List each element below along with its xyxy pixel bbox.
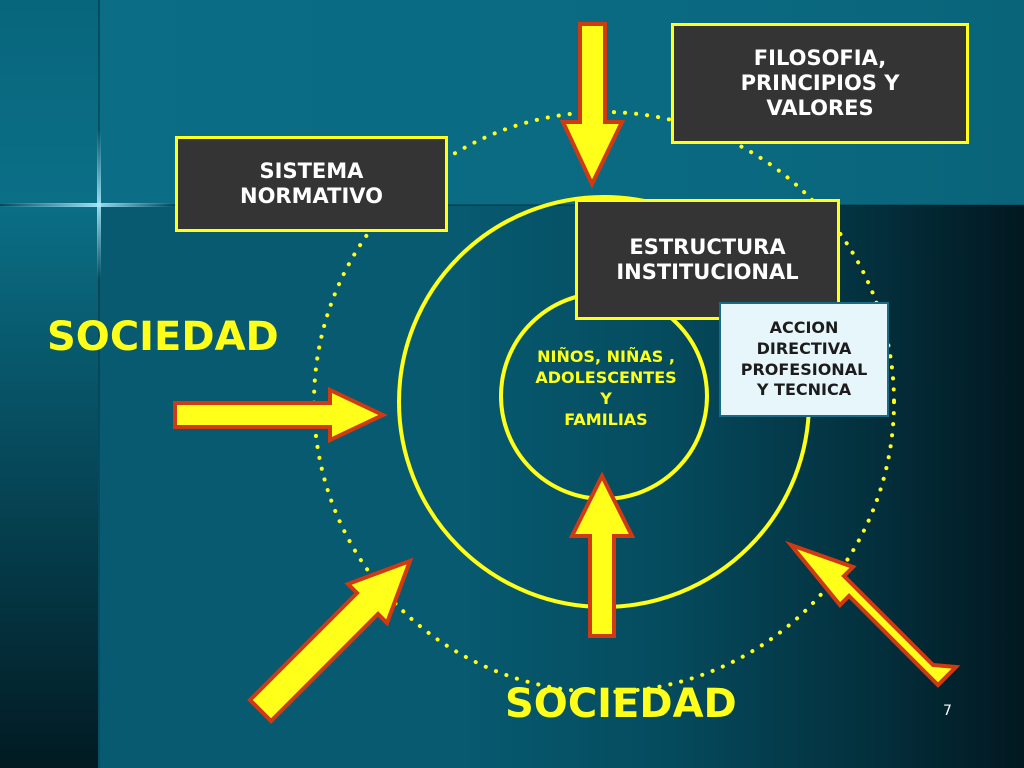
filosofia-line-1: FILOSOFIA, [753,46,887,71]
arrow-bottom-right-diagonal [784,540,961,688]
arrow-left-right [173,386,388,444]
estructura-line-1: ESTRUCTURA [629,234,786,259]
light-flare-horizontal [0,203,175,207]
estructura-text: ESTRUCTURA INSTITUCIONAL [616,235,798,285]
accion-directiva-box: ACCION DIRECTIVA PROFESIONAL Y TECNICA [719,302,889,417]
left-background-band [0,0,98,768]
sistema-line-1: SISTEMA [259,159,364,184]
sistema-normativo-text: SISTEMA NORMATIVO [240,159,383,209]
accion-line-4: Y TECNICA [756,380,852,400]
horizontal-divider [0,204,1024,206]
filosofia-line-2: PRINCIPIOS Y [740,71,900,96]
arrow-bottom-up [568,471,636,638]
light-flare-vertical [97,130,101,280]
filosofia-box: FILOSOFIA, PRINCIPIOS Y VALORES [671,23,969,144]
center-line-2: ADOLESCENTES [535,368,677,388]
accion-line-2: DIRECTIVA [756,338,852,358]
arrow-bottom-left-diagonal [247,557,414,724]
estructura-institucional-box: ESTRUCTURA INSTITUCIONAL [575,199,840,320]
accion-line-3: PROFESIONAL [740,359,868,379]
sistema-normativo-box: SISTEMA NORMATIVO [175,136,448,232]
page-number: 7 [943,703,952,719]
center-line-4: FAMILIAS [564,410,648,430]
center-line-3: Y [600,389,612,409]
filosofia-text: FILOSOFIA, PRINCIPIOS Y VALORES [741,46,900,120]
accion-text: ACCION DIRECTIVA PROFESIONAL Y TECNICA [741,318,868,401]
estructura-line-2: INSTITUCIONAL [616,259,799,284]
vertical-divider [98,0,100,768]
sistema-line-2: NORMATIVO [240,184,383,208]
filosofia-line-3: VALORES [766,95,874,120]
arrow-top-down [559,22,626,189]
accion-line-1: ACCION [769,317,839,337]
sociedad-label-bottom: SOCIEDAD [505,681,737,727]
sociedad-label-left: SOCIEDAD [47,314,279,360]
center-label: NIÑOS, NIÑAS , ADOLESCENTES Y FAMILIAS [520,346,692,430]
center-line-1: NIÑOS, NIÑAS , [537,347,675,366]
